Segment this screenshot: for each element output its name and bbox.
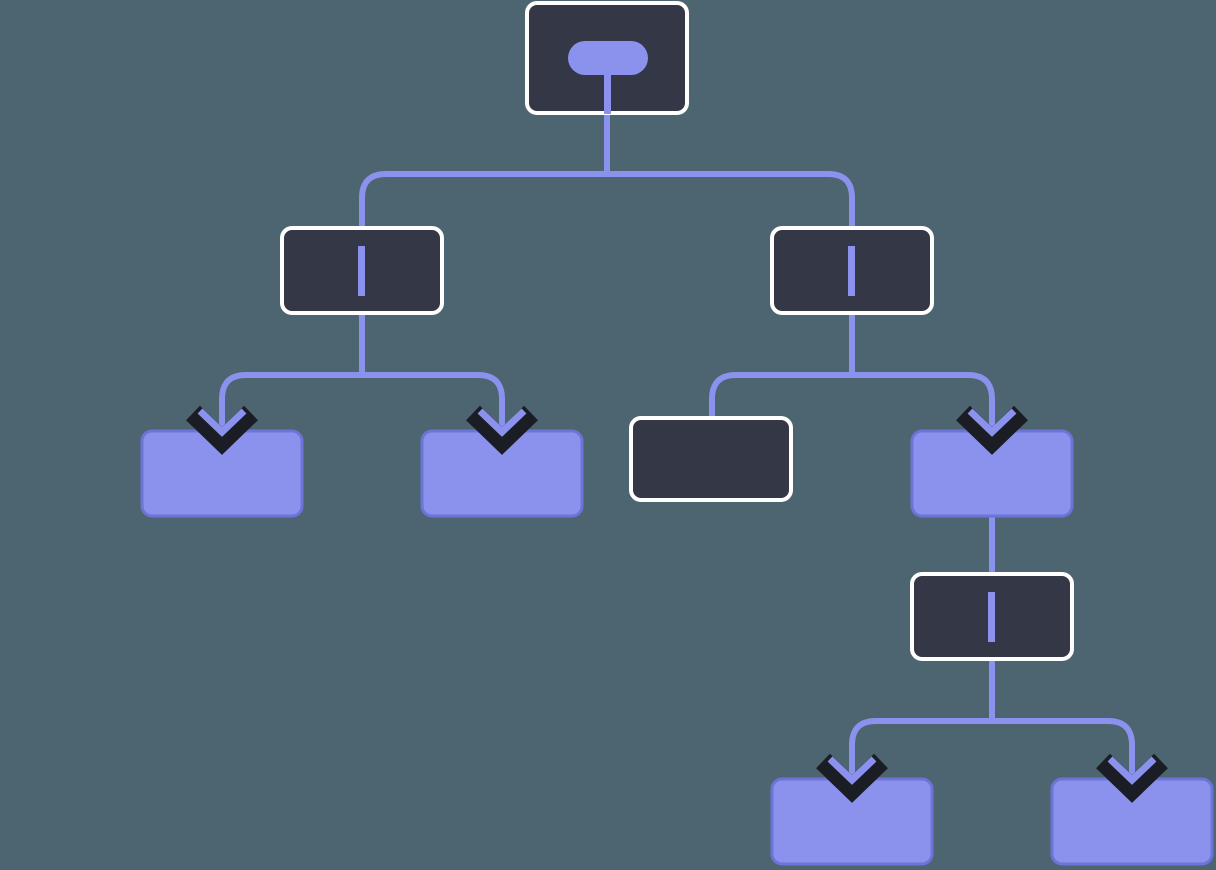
arrowhead-light-chevron <box>197 408 247 437</box>
node-body <box>629 416 793 502</box>
arrowhead-dark-chevron <box>186 405 258 455</box>
node-layer <box>140 1 1214 866</box>
pin-stem <box>604 70 611 114</box>
arrowhead-light-chevron <box>1107 756 1157 785</box>
arrowhead-light-chevron <box>827 756 877 785</box>
node-level2-left[interactable] <box>280 226 444 315</box>
arrowhead-arrow-leaf-a <box>186 405 258 455</box>
node-level2-right[interactable] <box>770 226 934 315</box>
pin-head-pill <box>568 41 648 75</box>
arrowhead-dark-chevron <box>1096 753 1168 803</box>
arrowhead-arrow-leaf-f <box>1096 753 1168 803</box>
arrowhead-arrow-leaf-e <box>816 753 888 803</box>
node-level4-dark[interactable] <box>910 572 1074 661</box>
arrowhead-layer <box>186 405 1168 803</box>
pass-through-bar <box>358 246 365 296</box>
arrowhead-light-chevron <box>477 408 527 437</box>
connector-level2right-to-children[interactable] <box>709 313 995 431</box>
arrowhead-arrow-branch-d <box>956 405 1028 455</box>
connector-root-to-level2[interactable] <box>359 113 855 228</box>
arrowhead-dark-chevron <box>816 753 888 803</box>
node-leaf-c-dark[interactable] <box>629 416 793 502</box>
arrowhead-dark-chevron <box>466 405 538 455</box>
pass-through-bar <box>988 592 995 642</box>
arrowhead-light-chevron <box>967 408 1017 437</box>
arrowhead-dark-chevron <box>956 405 1028 455</box>
connector-level4-to-leaves[interactable] <box>849 659 1135 779</box>
connector-layer <box>219 113 1135 779</box>
arrowhead-arrow-leaf-b <box>466 405 538 455</box>
pass-through-bar <box>848 246 855 296</box>
node-root[interactable] <box>525 1 689 115</box>
connector-level2left-to-leaves[interactable] <box>219 313 505 431</box>
